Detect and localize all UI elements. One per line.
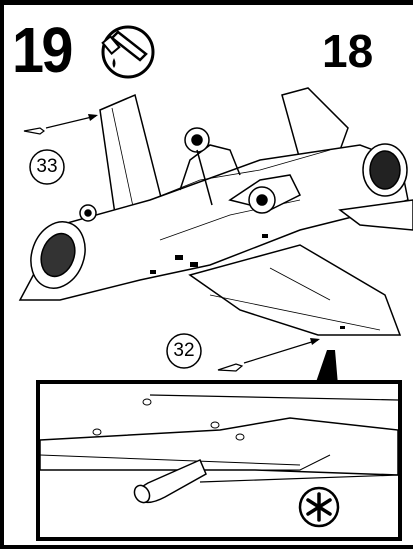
horizontal-stabilizer <box>338 199 413 231</box>
callout-circle-33 <box>29 149 65 185</box>
step-number: 19 <box>12 14 73 86</box>
landing-gear <box>79 127 276 222</box>
part-33-pitot <box>23 114 98 135</box>
asterisk-circle-icon <box>298 486 340 528</box>
air-intake <box>30 221 86 289</box>
part-32-pitot <box>217 338 320 372</box>
engine-nozzle <box>362 143 408 197</box>
detail-pointer <box>315 350 338 385</box>
part-number-32: 32 <box>173 340 195 361</box>
part-number-33: 33 <box>36 156 58 177</box>
glue-tube-icon <box>101 25 155 79</box>
top-border <box>0 0 413 5</box>
right-wing <box>188 244 402 336</box>
detail-inset <box>36 380 402 541</box>
panel-details <box>150 234 345 329</box>
callout-circle-32 <box>166 333 202 369</box>
vertical-tail <box>281 87 349 161</box>
part-number-18: 18 <box>322 25 374 77</box>
